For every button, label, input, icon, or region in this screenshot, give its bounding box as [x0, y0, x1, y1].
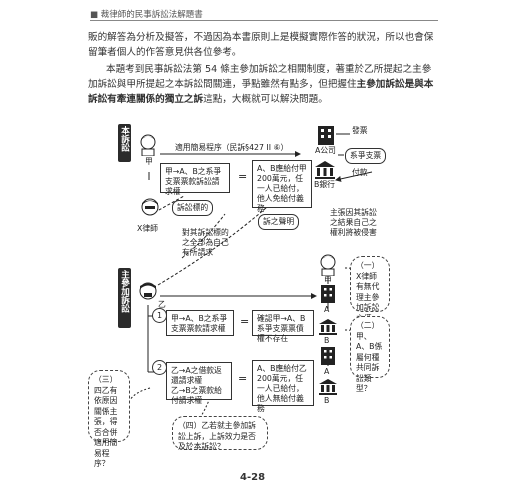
claim-box: 甲→A、B之系爭支票票款訴訟請求權: [160, 163, 230, 196]
running-header: ■ 裁律師的民事訴訟法解題書: [90, 10, 203, 20]
company-a-label: A公司: [315, 146, 336, 155]
claim-note: 主張因其訴訟之結果自己之權利將被侵害: [330, 208, 377, 237]
tab-main-suit-label: 本訴訟: [119, 126, 130, 152]
header-rule: [90, 20, 438, 21]
tab-intervention-suit: 主參加訴訟: [118, 268, 131, 328]
right-b-label: B: [324, 336, 330, 345]
question-4-box: （四）乙若就主參加訴訟上訴，上訴效力是否及於本訴訟？: [172, 416, 268, 451]
tab-main-suit: 本訴訟: [118, 124, 131, 162]
judgment-box: A、B應給付甲200萬元，任一人已給付，他人免給付義務: [252, 160, 312, 213]
claim1-box: 甲→A、B之系爭支票票款請求權: [166, 310, 234, 336]
claim2-box: 乙→A之借款返還請求權 乙→B之票款給付請求權: [166, 362, 232, 405]
right-jia-avatar: [318, 254, 338, 277]
bank-b-icon: [314, 160, 336, 180]
page-number: 4-28: [240, 472, 266, 483]
item-number-2: 2: [152, 360, 167, 375]
paragraph-2-text-c: 這點，大概就可以解決問題。: [203, 94, 328, 105]
right-a2-icon: [318, 346, 338, 366]
right-b2-label: B: [324, 396, 330, 405]
check-label: 系爭支票: [345, 148, 387, 164]
paragraph-2: 本題考到民事訴訟法第 54 條主參加訴訟之相關制度，著重於乙所提起之主參加訴訟與…: [88, 62, 440, 107]
equals-sign-2: =: [238, 372, 248, 385]
intervenor-yi-avatar: [138, 282, 158, 304]
bank-b-label: B銀行: [314, 180, 335, 189]
judgment2-box: A、B應給付乙200萬元，任一人已給付，他人無給付義務: [252, 360, 314, 413]
right-a2-label: A: [324, 367, 330, 376]
right-a-label: A: [324, 305, 330, 314]
equals-sign: =: [238, 170, 248, 183]
equals-sign-1: =: [240, 315, 250, 328]
issue-label: 發票: [352, 126, 368, 135]
question-1-box: （一）X律師有無代理主參加訴訟之權限？: [350, 256, 390, 333]
company-a-icon: [315, 124, 337, 146]
right-jia-label: 甲: [324, 276, 332, 285]
lawyer-x-avatar: [140, 198, 160, 220]
subject-bubble: 訴訟標的: [172, 200, 214, 216]
lawyer-x-label: X律師: [137, 224, 158, 233]
right-a-icon: [318, 284, 338, 304]
declaration-bubble: 訴之聲明: [258, 214, 300, 230]
intervenor-yi-label: 乙: [158, 300, 166, 309]
tab-intervention-label: 主參加訴訟: [119, 270, 130, 313]
pay-label: 付款: [352, 168, 368, 177]
opposing-note: 對其訴訟標的之全部為自己有所請求: [182, 228, 229, 257]
plaintiff-jia-label: 甲: [145, 157, 153, 166]
confirm-box: 確認甲→A、B系爭支票票債權不存在: [252, 310, 314, 343]
item-number-1: 1: [152, 308, 167, 323]
paragraph-1: 販的解答為分析及擬答，不過因為本書原則上是模擬實際作答的狀況，所以也會保留筆者個…: [88, 32, 434, 58]
paragraph-2-text-a: 本題考到民事訴訟法第 54 條主參加訴訟之相關制度，著重於乙所提起之主參加訴訟與…: [88, 64, 432, 90]
right-b2-icon: [318, 378, 338, 396]
paragraph-2-emphasis: 主參加訴訟是與本訴訟有牽連關係的獨立之訴: [88, 79, 434, 105]
question-3-box: （三）四乙有依原因關係主張，得否合併適用簡易程序？: [88, 370, 130, 468]
right-b-icon: [318, 318, 338, 336]
question-2-box: （二）甲、A、B係屬何種共同訴訟類型？: [350, 316, 390, 393]
plaintiff-jia-avatar: [138, 134, 158, 157]
procedure-label: 適用簡易程序（民訴§427 II ⑥）: [175, 143, 289, 152]
